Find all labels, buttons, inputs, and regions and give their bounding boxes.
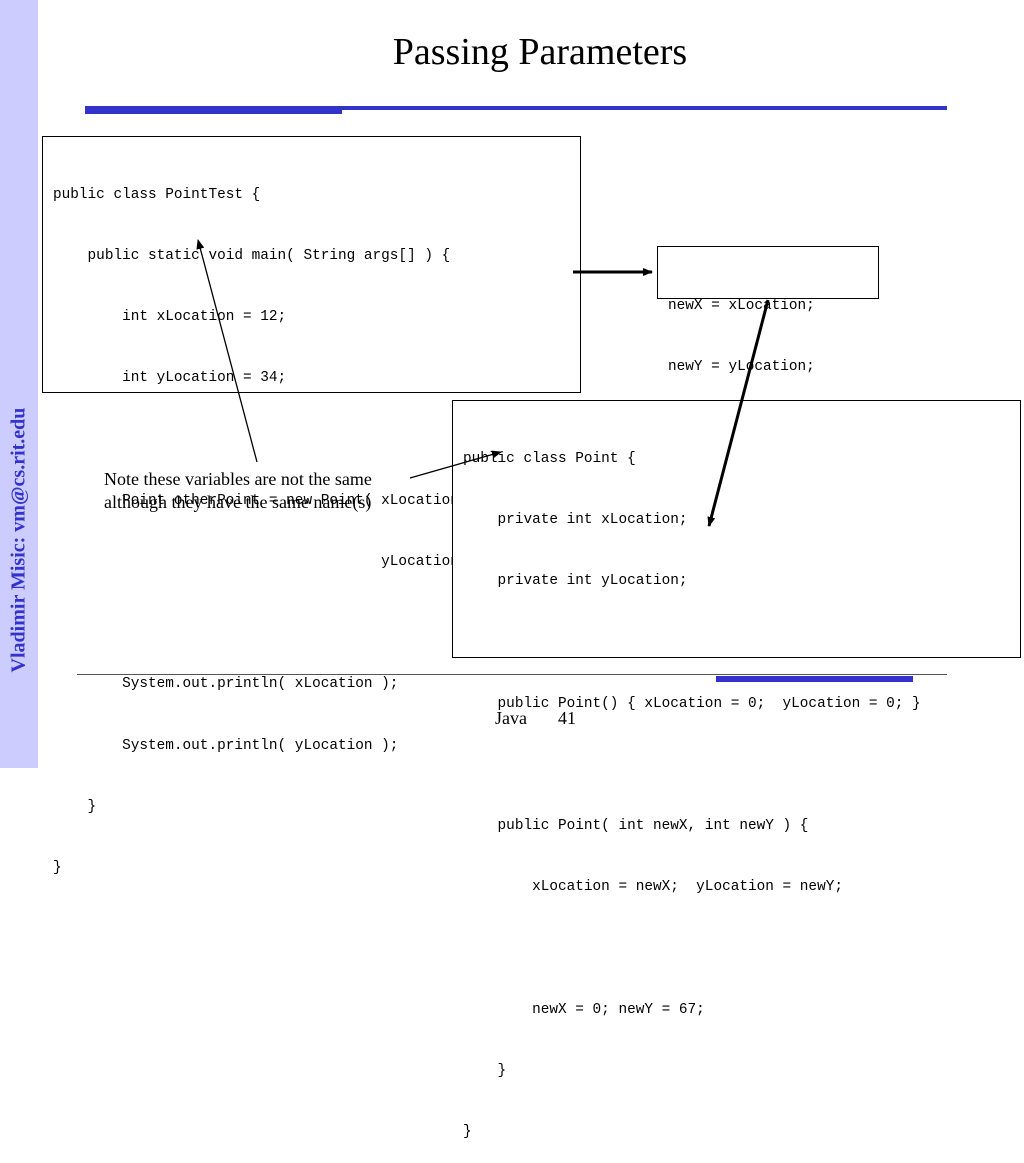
slide-title: Passing Parameters <box>392 31 688 73</box>
arrow-to-otherpoint <box>196 239 258 463</box>
arrow-to-private-fields <box>409 450 502 479</box>
footer-rule <box>77 674 947 675</box>
code-line: } <box>463 1124 472 1141</box>
code-line: } <box>53 860 62 877</box>
footer-accent-bar <box>716 676 913 682</box>
code-line: public class PointTest { <box>53 186 261 203</box>
arrows-layer <box>196 239 770 527</box>
code-line: private int yLocation; <box>463 573 688 590</box>
code-line <box>463 938 1020 958</box>
sidebar: Vladimir Misic: vm@cs.rit.edu <box>0 0 38 768</box>
page-number: 41 <box>558 708 576 728</box>
code-line: xLocation = newX; yLocation = newY; <box>463 879 843 896</box>
note-line: although they have the same name(s) <box>104 492 372 512</box>
code-line: public Point( int newX, int newY ) { <box>463 818 809 835</box>
title-underline-thin <box>342 106 947 110</box>
code-line: System.out.println( yLocation ); <box>53 737 399 754</box>
code-line: int yLocation = 34; <box>53 370 287 387</box>
arrow-to-point-constructor <box>707 299 770 527</box>
code-line: newX = 0; newY = 67; <box>463 1001 705 1018</box>
code-line: Point otherPoint = new Point( xLocation, <box>53 492 468 509</box>
pointtest-code-box: public class PointTest { public static v… <box>42 136 581 876</box>
code-line: } <box>463 1062 507 1079</box>
code-line: System.out.println( xLocation ); <box>53 676 399 693</box>
title-underline-thick <box>85 106 342 114</box>
annotation-note: Note these variables are not the same al… <box>104 468 372 514</box>
code-line: private int xLocation; <box>463 512 688 529</box>
code-line: int xLocation = 12; <box>53 309 287 326</box>
note-line: Note these variables are not the same <box>104 469 372 489</box>
code-line: newX = xLocation; <box>668 297 815 314</box>
footer-label: Java <box>495 708 527 728</box>
code-line: public Point() { xLocation = 0; yLocatio… <box>463 695 921 712</box>
assignment-code-box: newX = xLocation; newY = yLocation; <box>657 246 879 375</box>
code-line: public static void main( String args[] )… <box>53 248 451 265</box>
code-line: } <box>53 798 97 815</box>
